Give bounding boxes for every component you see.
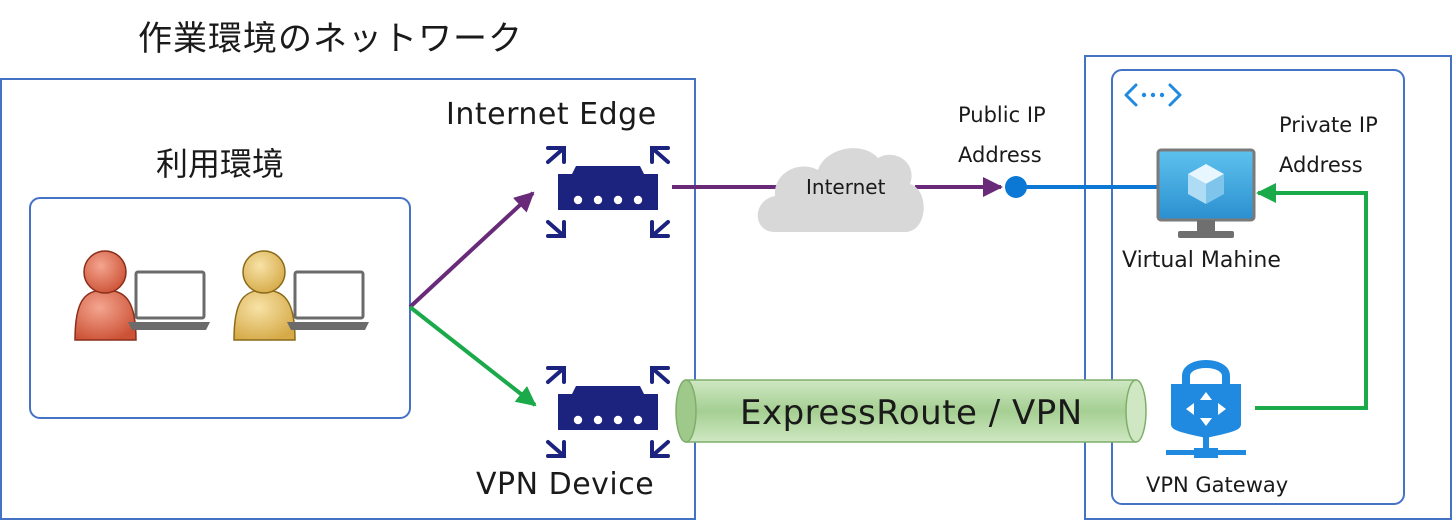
internet-cloud bbox=[757, 148, 924, 232]
virtual-machine-icon bbox=[1156, 148, 1256, 238]
arrow-to-vpn-device bbox=[408, 305, 537, 407]
diagram-title: 作業環境のネットワーク bbox=[138, 19, 523, 59]
internet-edge-label: Internet Edge bbox=[446, 97, 657, 132]
laptop-2-icon bbox=[287, 270, 369, 330]
usage-environment-label: 利用環境 bbox=[156, 145, 285, 183]
azure-vnet-box bbox=[1111, 69, 1405, 505]
public-ip-label-line2: Address bbox=[958, 143, 1042, 167]
vpn-gateway-label: VPN Gateway bbox=[1146, 473, 1289, 497]
private-ip-label-line1: Private IP bbox=[1279, 113, 1378, 137]
expressroute-label: ExpressRoute / VPN bbox=[740, 393, 1083, 433]
internet-label: Internet bbox=[806, 175, 886, 199]
public-ip-dot bbox=[1005, 176, 1027, 198]
virtual-machine-label: Virtual Mahine bbox=[1122, 248, 1281, 273]
azure-outer-frame bbox=[1084, 55, 1452, 520]
expressroute-pipe bbox=[675, 379, 1147, 443]
vpn-gateway-icon bbox=[1166, 360, 1246, 458]
vnet-icon bbox=[1124, 83, 1182, 107]
work-environment-frame bbox=[0, 78, 696, 520]
internet-edge-router-icon bbox=[546, 146, 670, 238]
gateway-to-vm-arrow bbox=[1255, 183, 1368, 410]
public-ip-label-line1: Public IP bbox=[958, 103, 1046, 127]
private-ip-label-line2: Address bbox=[1279, 153, 1363, 177]
arrow-to-internet-edge bbox=[408, 191, 535, 309]
vpn-device-router-icon bbox=[546, 366, 670, 458]
user-red-icon bbox=[74, 250, 137, 341]
user-yellow-icon bbox=[233, 250, 296, 341]
vpn-device-label: VPN Device bbox=[476, 467, 655, 502]
laptop-1-icon bbox=[128, 270, 210, 330]
